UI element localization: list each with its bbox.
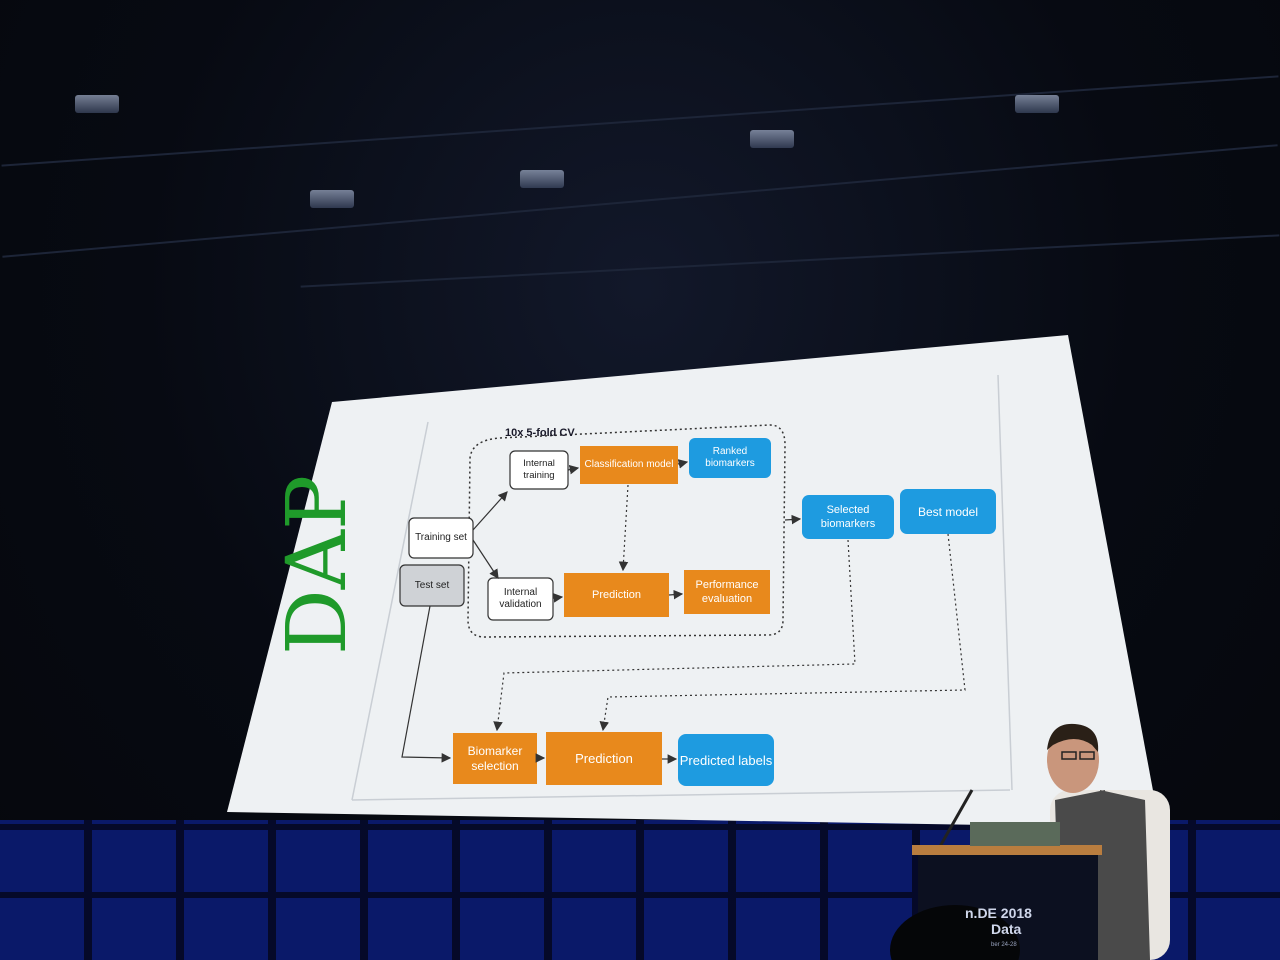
internal-training-label: Internal training: [523, 458, 555, 481]
stage-light: [75, 95, 119, 113]
internal-validation-label: Internal validation: [499, 587, 542, 610]
ranked-biomarkers-label: Ranked biomarkers: [705, 446, 755, 469]
performance-evaluation-node: Performance evaluation: [684, 570, 770, 614]
podium-event-line3: ber 24-28: [991, 942, 1017, 948]
biomarker-selection-node: Biomarker selection: [453, 733, 537, 784]
stage-light: [310, 190, 354, 208]
selected-biomarkers-label: Selected biomarkers: [820, 504, 876, 530]
slide-title: DAP: [270, 475, 365, 655]
best-model-node: Best model: [900, 489, 996, 534]
predicted-labels-label: Predicted labels: [679, 752, 773, 768]
prediction-final-label: Prediction: [575, 751, 633, 766]
classification-model-label: Classification model: [584, 459, 674, 470]
best-model-label: Best model: [917, 504, 979, 519]
biomarker-selection-label: Biomarker selection: [467, 743, 523, 773]
stage-light: [1015, 95, 1059, 113]
podium-event-line2: Data: [991, 921, 1022, 937]
stage-light: [750, 130, 794, 148]
internal-training-node: Internal training: [509, 450, 569, 490]
podium-event-line1: n.DE 2018: [965, 905, 1032, 921]
podium-sign: n.DE 2018 Data ber 24-28: [965, 905, 1085, 953]
flow-arrows: [401, 459, 966, 764]
stage-light: [520, 170, 564, 188]
predicted-labels-node: Predicted labels: [678, 734, 774, 786]
selected-biomarkers-node: Selected biomarkers: [802, 495, 894, 539]
cv-label: 10x 5-fold CV: [505, 427, 575, 439]
performance-evaluation-label: Performance evaluation: [695, 579, 759, 605]
microphone-stand: [936, 789, 974, 851]
internal-validation-node: Internal validation: [487, 577, 554, 621]
prediction-inner-node: Prediction: [564, 573, 669, 617]
ranked-biomarkers-node: Ranked biomarkers: [689, 438, 771, 478]
audience-head: [890, 905, 1020, 960]
prediction-final-node: Prediction: [546, 732, 662, 785]
training-set-label: Training set: [415, 532, 467, 543]
classification-model-node: Classification model: [580, 446, 678, 484]
test-set-node: Test set: [399, 564, 465, 607]
training-set-node: Training set: [408, 517, 474, 559]
test-set-label: Test set: [414, 579, 450, 591]
prediction-inner-label: Prediction: [592, 589, 641, 601]
